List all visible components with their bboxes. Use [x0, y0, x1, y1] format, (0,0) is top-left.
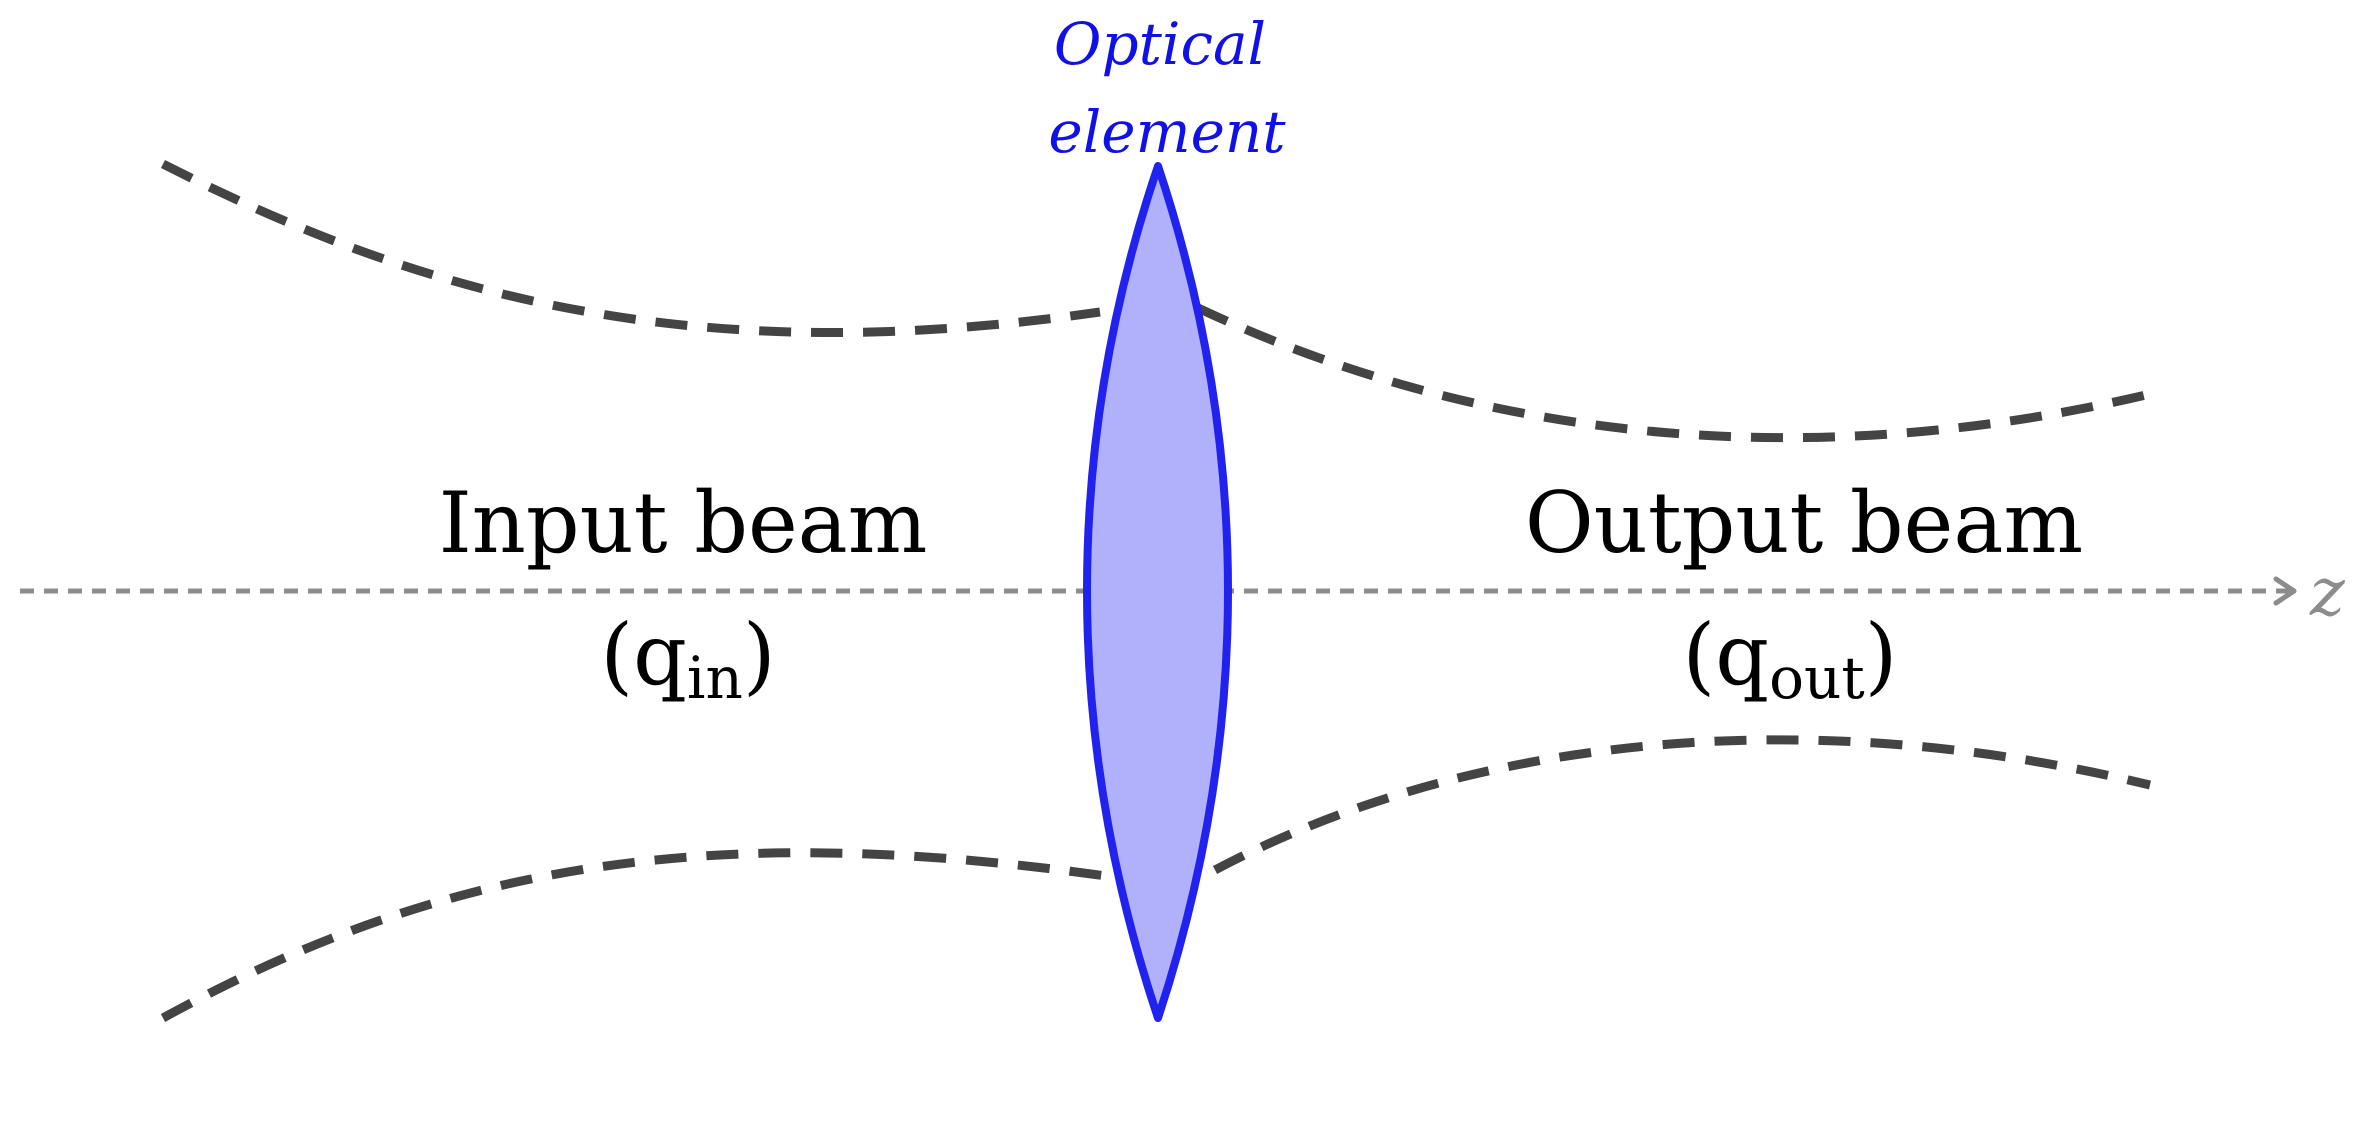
input-beam-upper-envelope — [160, 159, 1101, 337]
output-beam-upper-envelope — [1196, 303, 2152, 443]
input-param-open: (q — [600, 606, 687, 704]
optical-element-label-line2: element — [1048, 98, 1286, 166]
output-param-open: (q — [1683, 606, 1770, 704]
output-param-subscript: out — [1769, 644, 1865, 712]
output-beam-lower-envelope — [1212, 735, 2152, 874]
input-param-close: ) — [743, 606, 776, 704]
input-beam-parameter: (qin) — [600, 606, 775, 712]
input-beam-lower-envelope — [160, 848, 1121, 1022]
axis-arrowhead — [2273, 576, 2297, 606]
output-beam-title: Output beam — [1525, 474, 2083, 572]
output-param-close: ) — [1865, 606, 1898, 704]
input-beam-title: Input beam — [439, 474, 928, 572]
optical-element-lens — [1083, 162, 1232, 1022]
input-param-subscript: in — [687, 644, 743, 712]
axis-label: z — [2309, 554, 2346, 631]
output-beam-parameter: (qout) — [1683, 606, 1898, 712]
optical-element-label-line1: Optical — [1054, 10, 1266, 78]
